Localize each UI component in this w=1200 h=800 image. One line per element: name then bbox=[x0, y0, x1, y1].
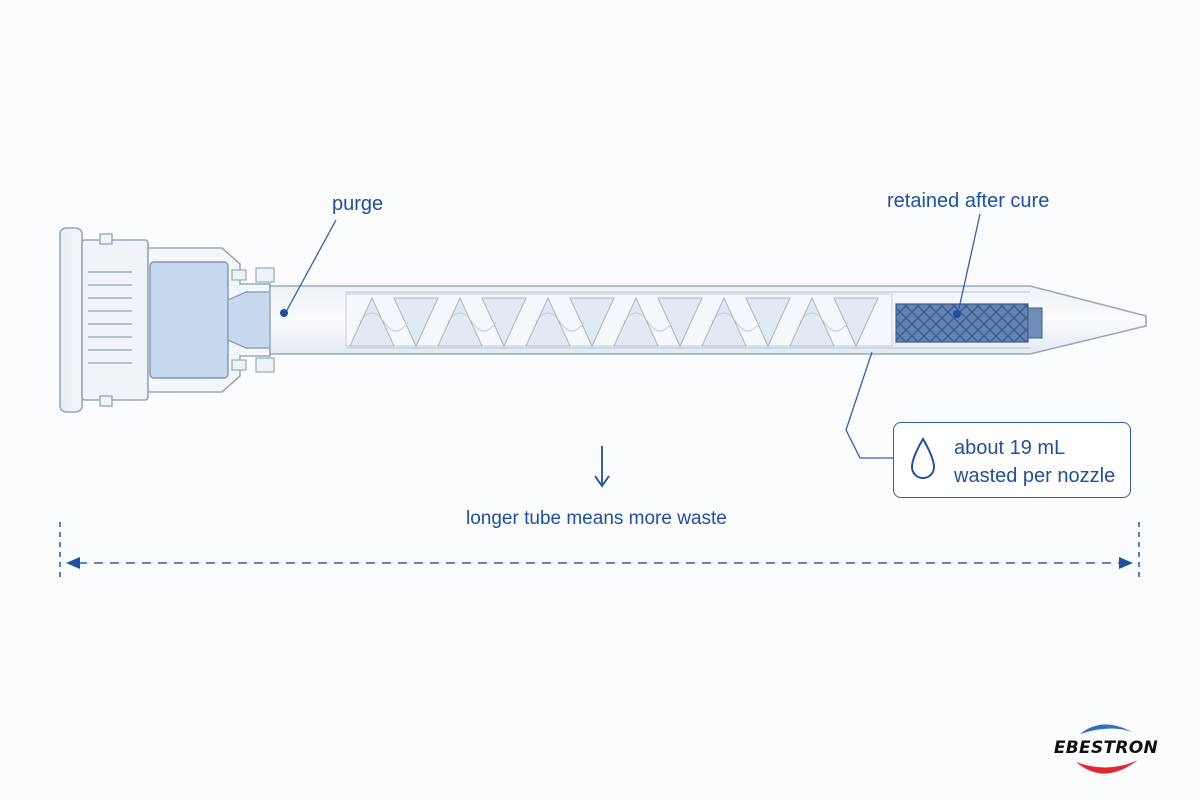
nozzle-cap bbox=[59, 227, 149, 413]
mixing-tube bbox=[269, 285, 1147, 355]
brand-logo: EBESTRON bbox=[1050, 712, 1162, 784]
waste-description-text: wasted per nozzle bbox=[954, 465, 1116, 487]
length-dimension-line bbox=[59, 522, 1140, 580]
brand-logo-swoosh-icon bbox=[1076, 724, 1138, 774]
leader-lines bbox=[280, 213, 981, 459]
brand-name: EBESTRON bbox=[1053, 738, 1159, 758]
purge-chamber bbox=[149, 261, 229, 379]
retained-resin bbox=[895, 303, 1029, 343]
drop-icon bbox=[910, 437, 936, 479]
waste-amount-text: about 19 mL bbox=[954, 437, 1066, 459]
static-mixer-elements bbox=[349, 296, 879, 348]
retained-after-cure-label: retained after cure bbox=[887, 190, 1050, 212]
waste-callout: about 19 mL wasted per nozzle bbox=[893, 422, 1131, 498]
purge-label: purge bbox=[332, 193, 384, 215]
longer-tube-waste-label: longer tube means more waste bbox=[466, 508, 727, 529]
down-arrow-icon bbox=[594, 446, 610, 488]
